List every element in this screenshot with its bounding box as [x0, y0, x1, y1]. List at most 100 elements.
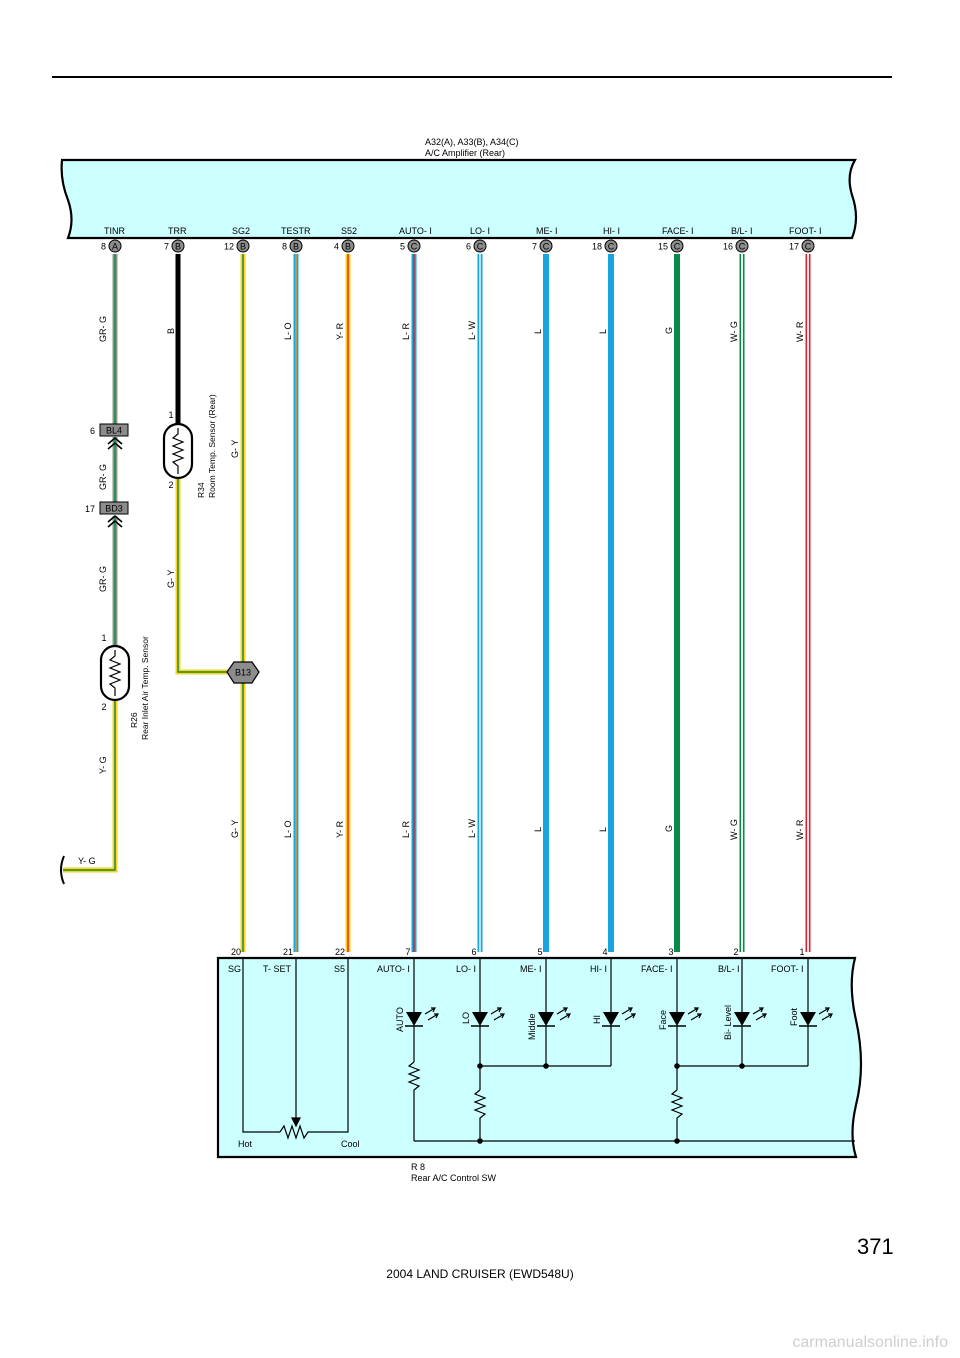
svg-text:5: 5 [537, 947, 542, 957]
svg-text:W- G: W- G [729, 321, 739, 342]
led-auto-icon [405, 1007, 439, 1027]
svg-text:LO: LO [461, 1012, 471, 1024]
svg-text:12: 12 [224, 242, 234, 252]
svg-text:R26: R26 [129, 712, 139, 728]
svg-text:SG2: SG2 [232, 226, 250, 236]
svg-text:HI- I: HI- I [603, 226, 620, 236]
svg-text:8: 8 [101, 242, 106, 252]
svg-text:C: C [739, 242, 746, 252]
svg-text:FACE- I: FACE- I [662, 226, 694, 236]
svg-text:C: C [543, 242, 550, 252]
amp-name: A/C Amplifier (Rear) [425, 148, 505, 158]
r34-wire-label: G- Y [166, 570, 176, 588]
svg-text:LO- I: LO- I [470, 226, 490, 236]
tinr-wire-label-5: Y- G [78, 856, 96, 866]
wire-break-mark [60, 855, 65, 885]
svg-text:21: 21 [283, 947, 293, 957]
control-sw-ref: R 8 [411, 1162, 425, 1172]
svg-text:5: 5 [400, 242, 405, 252]
led-labels: AUTO LO Middle HI Face Bi- Level Foot [395, 1005, 799, 1040]
svg-text:HI- I: HI- I [590, 964, 607, 974]
svg-text:1: 1 [168, 410, 173, 420]
control-switch-box [216, 956, 863, 1159]
wire-labels-top: GR- G B L- O Y- R L- R L- W L L G W- G W… [98, 316, 805, 342]
sg2-wire-label-top: G- Y [230, 440, 240, 458]
control-terminal-labels: SG T- SET S5 AUTO- I LO- I ME- I HI- I F… [228, 964, 804, 974]
svg-text:C: C [477, 242, 484, 252]
svg-text:AUTO- I: AUTO- I [399, 226, 432, 236]
control-pin-numbers: 20 21 22 7 6 5 4 3 2 1 [231, 947, 805, 957]
svg-text:6: 6 [466, 242, 471, 252]
svg-text:7: 7 [532, 242, 537, 252]
led-lo-icon [471, 1007, 505, 1027]
led-foot-icon [799, 1007, 833, 1027]
svg-text:ME- I: ME- I [536, 226, 558, 236]
connector-bl4: 6 BL4 [90, 423, 129, 450]
svg-text:L- W: L- W [467, 818, 477, 838]
svg-text:B13: B13 [235, 668, 251, 678]
svg-text:W- R: W- R [795, 819, 805, 840]
svg-text:BD3: BD3 [105, 504, 123, 514]
control-sw-name: Rear A/C Control SW [411, 1173, 497, 1183]
svg-text:G: G [664, 327, 674, 334]
svg-text:17: 17 [85, 504, 95, 514]
svg-text:L: L [533, 329, 543, 334]
tinr-wire-label-4: Y- G [98, 756, 108, 774]
svg-text:TRR: TRR [168, 226, 187, 236]
svg-text:S5: S5 [334, 964, 345, 974]
svg-text:Room Temp. Sensor (Rear): Room Temp. Sensor (Rear) [207, 394, 217, 498]
svg-text:2: 2 [168, 480, 173, 490]
svg-text:7: 7 [164, 242, 169, 252]
junction-b13: B13 [226, 661, 260, 684]
svg-text:3: 3 [668, 947, 673, 957]
svg-text:4: 4 [602, 947, 607, 957]
amp-pin-numbers: 8 7 12 8 4 5 6 7 18 15 16 17 [101, 242, 799, 252]
svg-text:TINR: TINR [104, 226, 125, 236]
svg-text:L- R: L- R [401, 820, 411, 838]
connector-bd3: 17 BD3 [85, 501, 129, 528]
svg-text:AUTO- I: AUTO- I [377, 964, 410, 974]
svg-text:Rear Inlet Air Temp. Sensor: Rear Inlet Air Temp. Sensor [140, 636, 150, 740]
svg-text:S52: S52 [341, 226, 357, 236]
svg-text:7: 7 [405, 947, 410, 957]
pot-hot-label: Hot [238, 1139, 253, 1149]
svg-text:B: B [345, 242, 351, 252]
pot-cool-label: Cool [341, 1139, 360, 1149]
svg-text:L- O: L- O [283, 322, 293, 340]
wire-trr [175, 254, 243, 675]
svg-text:C: C [411, 242, 418, 252]
wire-labels-bottom: G- Y L- O Y- R L- R L- W L L G W- G W- R [230, 818, 805, 840]
amp-pin-conn-letters: A B B B B C C C C C C C [112, 242, 812, 252]
amp-terminal-labels: TINR TRR SG2 TESTR S52 AUTO- I LO- I ME-… [104, 226, 822, 236]
svg-text:Y- R: Y- R [335, 820, 345, 838]
led-middle-icon [537, 1007, 571, 1027]
led-face-icon [668, 1007, 702, 1027]
leds [405, 1007, 833, 1027]
svg-text:G: G [664, 825, 674, 832]
svg-text:B: B [166, 328, 176, 334]
svg-text:B: B [175, 242, 181, 252]
svg-text:2: 2 [733, 947, 738, 957]
svg-text:L: L [598, 827, 608, 832]
svg-text:B: B [240, 242, 246, 252]
svg-text:17: 17 [789, 242, 799, 252]
svg-text:W- G: W- G [729, 819, 739, 840]
svg-text:4: 4 [334, 242, 339, 252]
svg-text:B/L- I: B/L- I [718, 964, 740, 974]
svg-text:22: 22 [335, 947, 345, 957]
svg-text:L: L [598, 329, 608, 334]
amplifier-box [60, 158, 858, 240]
sensor-r34: 1 2 R34 Room Temp. Sensor (Rear) [162, 394, 217, 498]
svg-text:20: 20 [231, 947, 241, 957]
svg-text:16: 16 [723, 242, 733, 252]
svg-text:BL4: BL4 [106, 426, 122, 436]
svg-text:C: C [805, 242, 812, 252]
svg-text:1: 1 [101, 633, 106, 643]
svg-text:C: C [608, 242, 615, 252]
svg-text:15: 15 [658, 242, 668, 252]
svg-text:A: A [112, 242, 118, 252]
tinr-wire-label-3: GR- G [98, 566, 108, 592]
svg-text:TESTR: TESTR [281, 226, 311, 236]
